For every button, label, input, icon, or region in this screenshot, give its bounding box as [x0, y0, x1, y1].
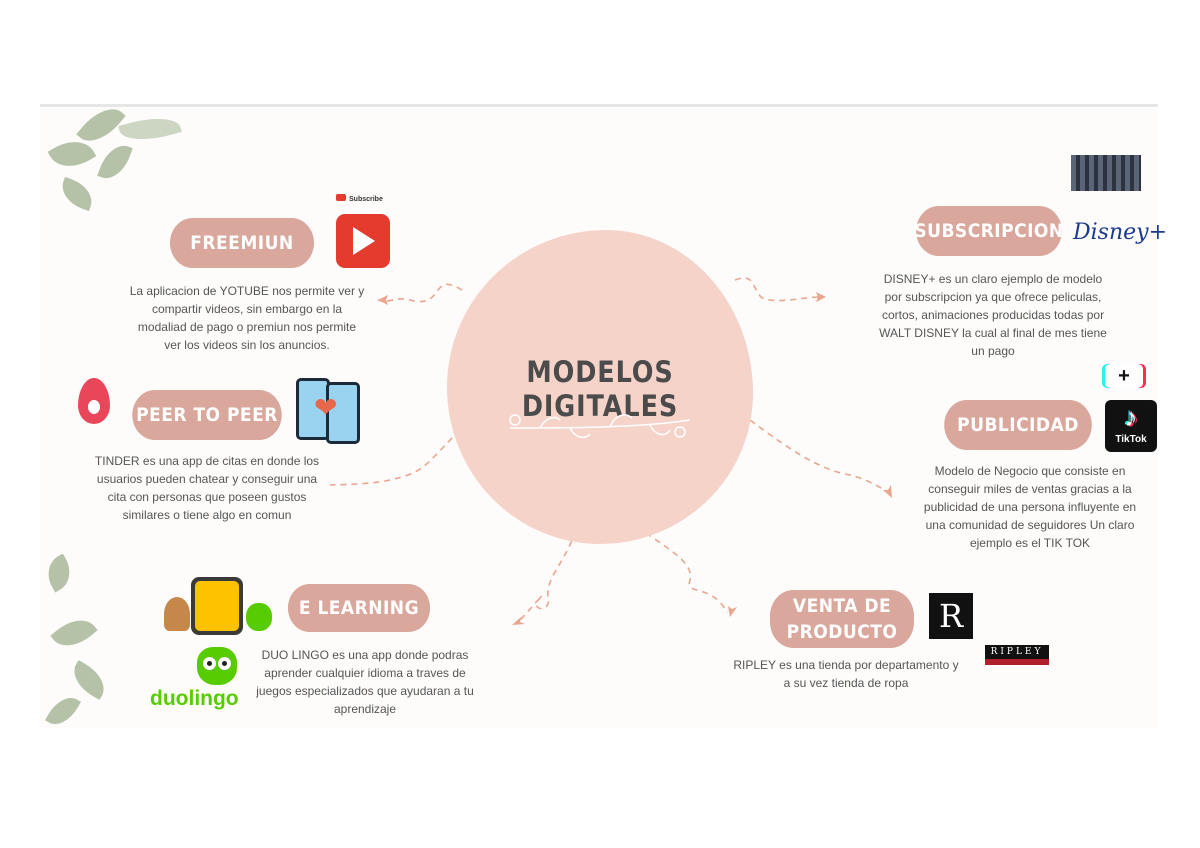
- desc-line: modaliad de pago o premiun nos permite: [137, 320, 357, 334]
- desc-line: usuarios pueden chatear y conseguir una: [96, 472, 318, 486]
- elearning-description: DUO LINGO es una app donde podras aprend…: [230, 646, 500, 718]
- desc-line: un pago: [971, 344, 1015, 358]
- sales-node: VENTA DE PRODUCTO: [770, 590, 914, 648]
- desc-line: aprendizaje: [333, 702, 397, 716]
- desc-line: conseguir miles de ventas gracias a la: [928, 482, 1132, 496]
- freemium-node: FREEMIUN: [170, 218, 314, 268]
- tiktok-logo: ♪ TikTok: [1105, 400, 1157, 452]
- desc-line: La aplicacion de YOTUBE nos permite ver …: [129, 284, 365, 298]
- desc-line: compartir videos, sin embargo en la: [151, 302, 343, 316]
- desc-line: RIPLEY es una tienda por departamento y: [733, 658, 959, 672]
- duolingo-logo: duolingo: [150, 687, 239, 710]
- publicity-description: Modelo de Negocio que consiste en conseg…: [900, 462, 1160, 552]
- sales-label-line2: PRODUCTO: [786, 621, 898, 643]
- desc-line: Modelo de Negocio que consiste en: [934, 464, 1126, 478]
- desc-line: publicidad de una persona influyente en: [923, 500, 1137, 514]
- subscription-description: DISNEY+ es un claro ejemplo de modelo po…: [858, 270, 1128, 360]
- tinder-icon: [78, 378, 110, 424]
- peer-description: TINDER es una app de citas en donde los …: [72, 452, 342, 524]
- desc-line: ejemplo es el TIK TOK: [969, 536, 1091, 550]
- ripley-logo: RIPLEY: [985, 645, 1049, 665]
- top-divider: [40, 104, 1158, 107]
- freemium-description: La aplicacion de YOTUBE nos permite ver …: [112, 282, 382, 354]
- elearning-node: E LEARNING: [287, 584, 431, 632]
- publicity-node: PUBLICIDAD: [944, 400, 1092, 450]
- desc-line: juegos especializados que ayudaran a tu: [256, 684, 474, 698]
- subscription-label: SUBSCRIPCION: [914, 220, 1064, 242]
- disney-thumbnail: [1071, 155, 1141, 191]
- duolingo-app-illustration: [164, 577, 274, 635]
- tiktok-text: TikTok: [1115, 434, 1147, 445]
- subscribe-badge: Subscribe: [336, 194, 383, 203]
- freemium-label: FREEMIUN: [190, 232, 294, 254]
- desc-line: ver los videos sin los anuncios.: [164, 338, 330, 352]
- desc-line: a su vez tienda de ropa: [783, 676, 909, 690]
- desc-line: similares o tiene algo en comun: [122, 508, 292, 522]
- desc-line: una comunidad de seguidores Un claro: [925, 518, 1135, 532]
- desc-line: WALT DISNEY la cual al final de mes tien…: [879, 326, 1107, 340]
- youtube-icon: [336, 214, 390, 268]
- center-node: [447, 230, 753, 544]
- publicity-label: PUBLICIDAD: [957, 414, 1079, 436]
- peer-node: PEER TO PEER: [132, 390, 282, 440]
- subscription-node: SUBSCRIPCION: [914, 206, 1064, 256]
- desc-line: aprender cualquier idioma a traves de: [264, 666, 466, 680]
- center-title: MODELOS DIGITALES: [521, 355, 679, 423]
- desc-line: cortos, animaciones producidas todas por: [881, 308, 1105, 322]
- floral-ornament: [509, 414, 691, 439]
- desc-line: TINDER es una app de citas en donde los: [94, 454, 320, 468]
- desc-line: DISNEY+ es un claro ejemplo de modelo: [883, 272, 1103, 286]
- subscribe-text: Subscribe: [349, 196, 383, 203]
- duolingo-owl-icon: [197, 647, 237, 685]
- desc-line: cita con personas que poseen gustos: [107, 490, 307, 504]
- desc-line: DUO LINGO es una app donde podras: [261, 648, 469, 662]
- tiktok-note-icon: ♪: [1124, 402, 1138, 432]
- tiktok-plus-icon: +: [1105, 364, 1143, 388]
- sales-description: RIPLEY es una tienda por departamento y …: [716, 656, 976, 692]
- phones-heart-icon: ❤: [296, 378, 360, 444]
- disney-plus-logo: Disney+: [1073, 220, 1168, 245]
- sales-label-line1: VENTA DE: [792, 595, 892, 617]
- elearning-label: E LEARNING: [298, 597, 420, 619]
- peer-label: PEER TO PEER: [136, 404, 278, 426]
- ripley-r-logo: R: [929, 593, 973, 639]
- desc-line: por subscripcion ya que ofrece peliculas…: [884, 290, 1102, 304]
